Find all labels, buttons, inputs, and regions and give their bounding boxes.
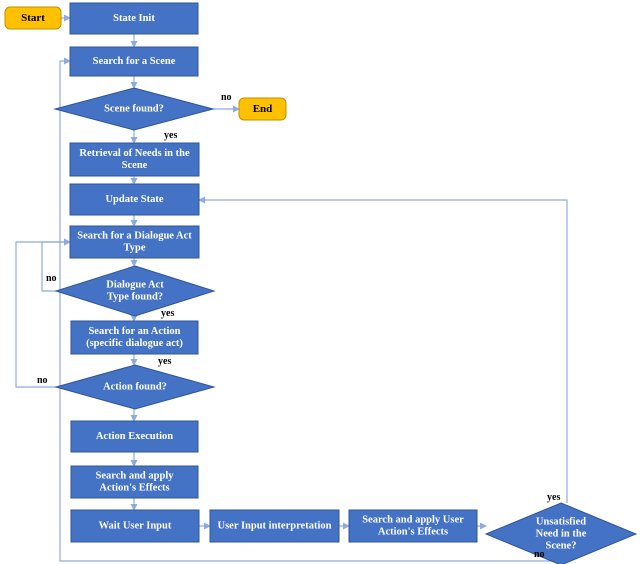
edge-unsatisfied-yes-loop [198, 196, 568, 503]
node-start-label: Start [21, 12, 45, 24]
node-search-action: Search for an Action(specific dialogue a… [70, 320, 199, 355]
node-search-scene: Search for a Scene [69, 46, 199, 77]
node-user-input-interpretation: User Input interpretation [209, 509, 340, 543]
node-apply-user-effects-label: Action's Effects [378, 527, 448, 538]
node-search-dialogue-act-shape [69, 225, 200, 259]
edge-label-action-yes: yes [158, 356, 171, 367]
edge-action-no-loop [15, 238, 71, 388]
node-action-found-label: Action found? [103, 382, 167, 393]
node-start: Start [4, 6, 62, 30]
node-dialogue-act-found-label: Dialogue Act [106, 280, 164, 291]
edge-label-unsatisfied-no: no [534, 549, 545, 560]
node-scene-found-shape [53, 87, 215, 131]
edge-label-unsatisfied-yes: yes [547, 492, 560, 503]
node-start-shape [4, 6, 62, 30]
node-state-init: State Init [69, 2, 199, 35]
node-scene-found-label: Scene found? [104, 104, 164, 115]
node-action-execution-shape [70, 420, 199, 453]
node-wait-user-input: Wait User Input [70, 509, 200, 543]
node-search-scene-shape [69, 46, 199, 77]
node-dialogue-act-found-label: Type found? [107, 292, 163, 303]
edge-labels: no yes no yes no yes yes no [37, 92, 560, 560]
edges [15, 14, 568, 564]
node-apply-user-effects-shape [348, 509, 478, 543]
node-search-dialogue-act-label: Type [124, 243, 146, 254]
node-dialogue-act-found-shape [54, 265, 216, 317]
node-apply-action-effects-label: Search and apply [96, 471, 175, 482]
node-apply-user-effects-label: Search and apply User [362, 515, 464, 526]
edge-label-dialogue-yes: yes [161, 308, 174, 319]
node-update-state-shape [69, 183, 200, 216]
node-action-found-shape [54, 364, 216, 410]
node-retrieval-needs-label: Scene [122, 160, 148, 171]
node-update-state-label: Update State [105, 194, 163, 205]
node-retrieval-needs-label: Retrieval of Needs in the [79, 148, 190, 159]
node-action-found: Action found? [54, 364, 216, 410]
node-retrieval-needs-shape [69, 142, 200, 177]
node-scene-found: Scene found? [53, 87, 215, 131]
edge-label-scene-no: no [221, 92, 232, 103]
edge-label-action-no: no [37, 375, 48, 386]
node-end: End [238, 97, 287, 121]
node-apply-action-effects-shape [70, 465, 199, 499]
node-search-scene-label: Search for a Scene [93, 56, 176, 67]
node-search-action-shape [70, 320, 199, 355]
node-search-action-label: Search for an Action [88, 326, 180, 337]
node-action-execution: Action Execution [70, 420, 199, 453]
node-state-init-label: State Init [113, 13, 155, 24]
node-unsatisfied-need-label: Scene? [546, 541, 577, 552]
node-action-execution-label: Action Execution [96, 431, 173, 442]
node-wait-user-input-shape [70, 509, 200, 543]
edge-label-scene-yes: yes [164, 130, 177, 141]
node-unsatisfied-need-label: Unsatisfied [536, 517, 586, 528]
node-unsatisfied-need-label: Need in the [536, 529, 587, 540]
node-end-label: End [253, 103, 273, 115]
node-apply-action-effects-label: Action's Effects [99, 483, 169, 494]
node-unsatisfied-need-shape [484, 502, 638, 564]
node-user-input-interpretation-shape [209, 509, 340, 543]
node-search-action-label: (specific dialogue act) [86, 338, 183, 349]
node-update-state: Update State [69, 183, 200, 216]
node-wait-user-input-label: Wait User Input [99, 521, 172, 532]
node-state-init-shape [69, 2, 199, 35]
edge-label-dialogue-no: no [46, 273, 57, 284]
node-user-input-interpretation-label: User Input interpretation [218, 521, 332, 532]
node-search-dialogue-act-label: Search for a Dialogue Act [77, 231, 192, 242]
node-end-shape [238, 97, 287, 121]
